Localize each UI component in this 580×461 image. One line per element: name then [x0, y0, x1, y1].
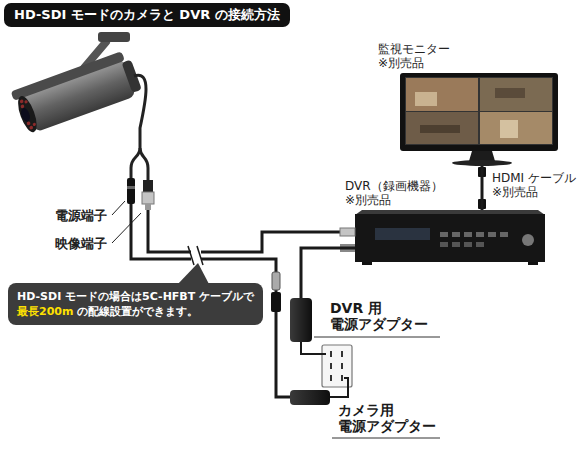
video-cable: [148, 210, 342, 252]
dc-plug: [271, 292, 281, 312]
camera-cable: [131, 75, 148, 180]
monitor-node: 監視モニター※別売品: [398, 70, 562, 166]
camera-power-adapter: カメラ用 電源アダプター: [290, 390, 330, 405]
power-terminal: [127, 178, 135, 204]
bullet-camera: [29, 125, 34, 130]
note-label: ※別売品: [345, 193, 391, 207]
camera-cable: [131, 148, 140, 178]
bullet-camera: [11, 49, 144, 136]
dvr-recorder: [476, 232, 484, 237]
power-outlet: [330, 363, 332, 369]
dvr-recorder: [500, 232, 508, 237]
camera-mount: [98, 32, 130, 42]
bullet-camera: [24, 100, 28, 104]
cable-break: [188, 245, 203, 265]
video-terminal: [142, 180, 154, 210]
power-outlet: [341, 363, 343, 369]
dvr-recorder: [375, 228, 430, 240]
monitor: [415, 92, 437, 106]
video-cable: [148, 210, 342, 252]
monitor: [495, 88, 525, 98]
dvr-recorder: [440, 242, 448, 247]
dvr-recorder: [362, 262, 372, 265]
bullet-camera: [14, 94, 40, 134]
note-label: ※別売品: [378, 56, 424, 70]
bullet-camera: [26, 121, 31, 126]
video-terminal: [143, 180, 153, 192]
power-outlet: [341, 351, 343, 357]
dvr-recorder: [476, 242, 484, 247]
camera-cable: [134, 75, 146, 148]
power-outlet: [330, 351, 332, 357]
terminal-label: 電源端子: [55, 208, 107, 223]
callout-text: の配線設置ができます。: [77, 305, 198, 318]
dc-plug: [272, 272, 280, 290]
monitor: [406, 112, 478, 144]
power-terminal: [127, 186, 135, 189]
dvr-recorder: [522, 234, 534, 246]
leader-line: [314, 337, 440, 338]
adapter-label: DVR 用 電源アダプター: [330, 300, 436, 332]
dvr-recorder: [528, 262, 538, 265]
dvr-recorder: [452, 232, 460, 237]
title-banner: HD-SDI モードのカメラと DVR の接続方法: [4, 3, 290, 27]
dvr-recorder: [464, 242, 472, 247]
dvr-power-adapter: DVR 用 電源アダプター: [290, 298, 312, 342]
bullet-camera: [20, 104, 25, 109]
bullet-camera: [32, 122, 36, 126]
power-cable: [301, 248, 355, 298]
adapter-cable: [330, 378, 348, 397]
callout-box: HD-SDI モードの場合は5C-HFBT ケーブルで最長200m の配線設置がで…: [8, 283, 263, 325]
dc-plug: [271, 272, 281, 312]
video-terminal: [142, 192, 154, 204]
cable-break: [197, 246, 203, 265]
leader-line: [112, 201, 141, 243]
bullet-camera: [19, 107, 31, 123]
monitor: [480, 78, 552, 111]
power-terminal: [127, 178, 135, 204]
callout-text: HD-SDI モードの場合は5C-HFBT ケーブルで: [17, 289, 254, 304]
dvr-recorder: [355, 210, 545, 265]
callout-highlight: 最長200m: [17, 305, 73, 318]
bullet-camera: [11, 51, 125, 101]
monitor: [405, 77, 553, 145]
cable-label: HDMI ケーブル: [492, 171, 576, 185]
dvr-node: DVR（録画機器）※別売品: [355, 210, 545, 264]
dvr-recorder: [488, 232, 496, 237]
monitor: [500, 120, 518, 138]
power-outlet: [330, 375, 332, 381]
adapter-label: カメラ用 電源アダプター: [338, 402, 444, 434]
monitor: [420, 125, 460, 133]
leader-line: [332, 438, 440, 439]
bullet-camera: [19, 99, 24, 104]
bnc-connector: [340, 228, 355, 236]
monitor: [469, 151, 495, 161]
monitor: [452, 160, 512, 166]
monitor: [480, 112, 552, 144]
device-label: DVR（録画機器）: [345, 179, 443, 193]
adapter-cable: [301, 342, 348, 397]
dvr-recorder: [355, 214, 545, 262]
monitor: [400, 73, 558, 166]
dvr-recorder: [464, 232, 472, 237]
note-label: ※別売品: [492, 185, 538, 199]
device-label: 監視モニター: [378, 42, 450, 56]
leader-line: [112, 201, 125, 215]
cable-break: [188, 246, 194, 265]
dvr-recorder: [440, 232, 448, 237]
monitor: [406, 78, 478, 111]
hdmi-plug: [478, 167, 486, 209]
camera-cable: [140, 148, 148, 180]
power-outlet: [341, 375, 343, 381]
monitor: [400, 73, 558, 151]
dvr-recorder: [452, 242, 460, 247]
hdmi-cable: [481, 166, 484, 210]
bnc-connector: [340, 228, 355, 236]
leader-line: [112, 213, 141, 243]
adapter-cable: [301, 342, 326, 354]
terminal-label: 映像端子: [55, 236, 107, 251]
video-terminal: [145, 204, 151, 210]
